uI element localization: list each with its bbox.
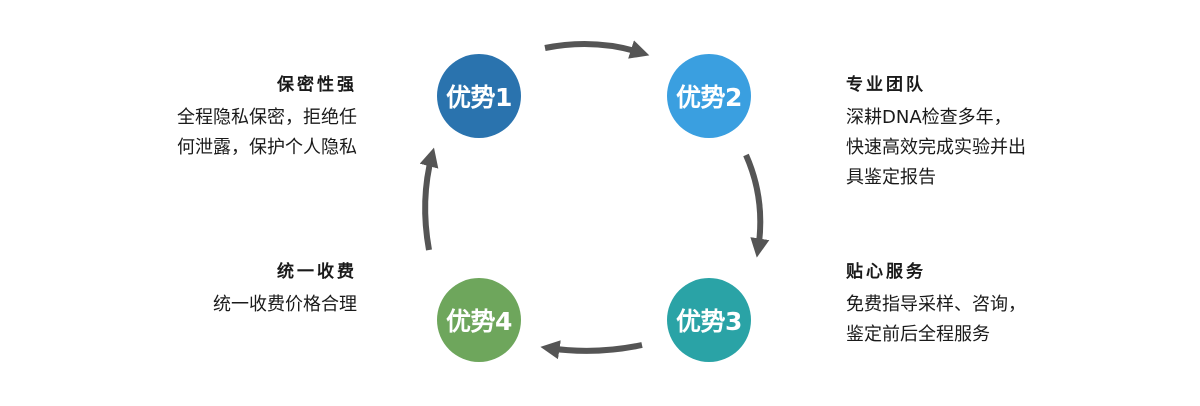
arrow-4-to-1 [419, 147, 439, 251]
advantage-2-line: 深耕DNA检查多年， [846, 107, 1012, 128]
advantage-2-badge: 优势2 [667, 54, 751, 138]
arrow-1-to-2 [544, 40, 650, 59]
advantage-3-line: 鉴定前后全程服务 [846, 324, 990, 345]
advantage-4-line: 统一收费价格合理 [213, 294, 357, 315]
advantage-4-badge: 优势4 [437, 278, 521, 362]
advantage-2-text: 专业团队 深耕DNA检查多年， 快速高效完成实验并出 具鉴定报告 [846, 70, 1026, 193]
advantage-3-title: 贴心服务 [846, 262, 926, 282]
advantage-4-text: 统一收费 统一收费价格合理 [213, 257, 357, 320]
advantage-1-text: 保密性强 全程隐私保密，拒绝任 何泄露，保护个人隐私 [177, 70, 357, 163]
advantage-3-badge: 优势3 [667, 278, 751, 362]
advantage-1-title: 保密性强 [277, 75, 357, 95]
advantage-2-line: 具鉴定报告 [846, 167, 936, 188]
arrow-2-to-3 [743, 153, 770, 258]
advantage-4-title: 统一收费 [277, 262, 357, 282]
advantage-1-line: 何泄露，保护个人隐私 [177, 137, 357, 158]
arrow-3-to-4 [540, 340, 643, 360]
advantage-2-title: 专业团队 [846, 75, 926, 95]
advantage-1-badge: 优势1 [437, 54, 521, 138]
advantage-2-line: 快速高效完成实验并出 [846, 137, 1026, 158]
advantage-1-line: 全程隐私保密，拒绝任 [177, 107, 357, 128]
advantage-3-text: 贴心服务 免费指导采样、咨询， 鉴定前后全程服务 [846, 257, 1026, 350]
advantage-3-line: 免费指导采样、咨询， [846, 294, 1026, 315]
